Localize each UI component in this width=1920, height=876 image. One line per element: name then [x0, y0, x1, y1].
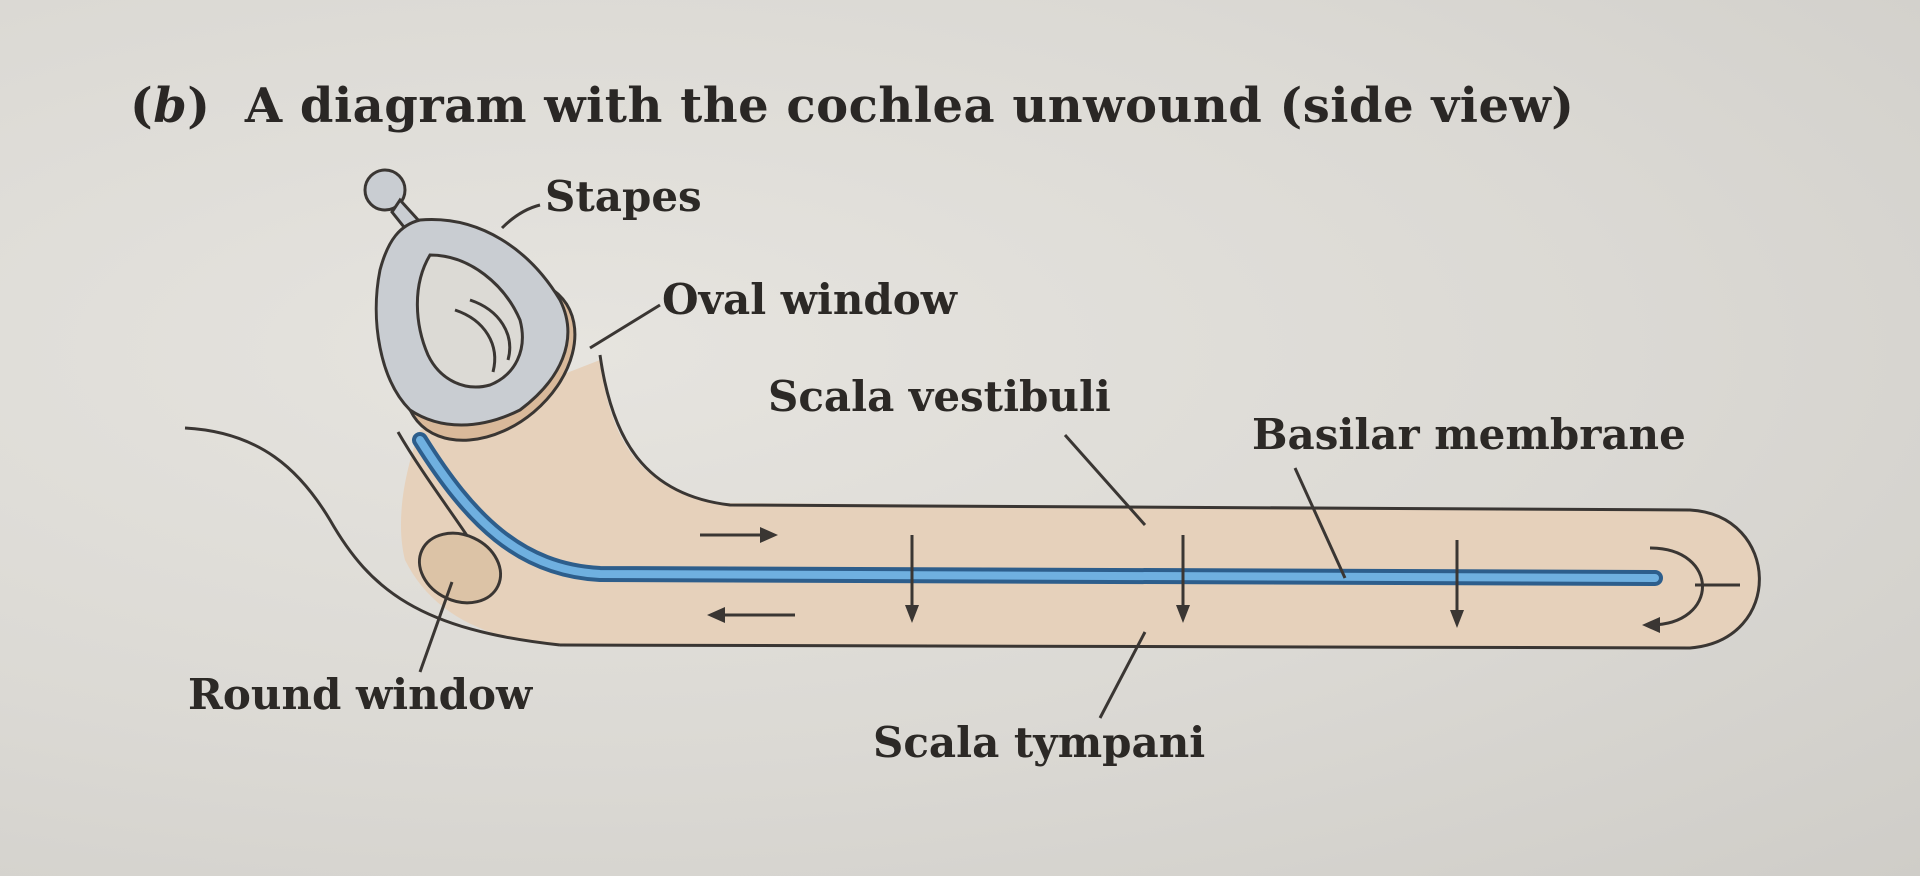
label-round-window: Round window: [188, 670, 533, 719]
label-scala-tympani: Scala tympani: [873, 718, 1206, 767]
round-window-leader: [418, 581, 454, 673]
label-basilar-membrane: Basilar membrane: [1252, 410, 1686, 459]
flow-arrow-left: [707, 607, 795, 623]
flow-arrow-right: [700, 527, 778, 543]
basilar-membrane-leader: [1293, 467, 1347, 579]
membrane-arrow-3: [1450, 540, 1464, 628]
title-suffix: ): [187, 78, 211, 134]
title-text: A diagram with the cochlea unwound (side…: [244, 78, 1575, 134]
inner-wall-line: [396, 431, 472, 541]
title-prefix: (: [130, 78, 154, 134]
label-stapes: Stapes: [545, 172, 702, 221]
scala-tympani-leader: [1098, 631, 1147, 719]
figure-title: (b) A diagram with the cochlea unwound (…: [130, 78, 1575, 134]
stapes-leader: [500, 203, 541, 230]
oval-window-leader: [589, 303, 661, 350]
label-scala-vestibuli: Scala vestibuli: [768, 372, 1111, 421]
tube-upper-outline: [559, 354, 1761, 650]
membrane-arrow-2: [1176, 535, 1190, 623]
label-oval-window: Oval window: [662, 275, 957, 324]
basilar-membrane-highlight: [416, 436, 1659, 582]
title-letter: b: [153, 78, 188, 134]
membrane-arrow-1: [905, 535, 919, 623]
outer-body-line: [184, 426, 561, 647]
helicotrema-arrow: [1642, 546, 1740, 633]
scala-vestibuli-leader: [1063, 434, 1147, 526]
stapes-shape: [363, 168, 570, 427]
